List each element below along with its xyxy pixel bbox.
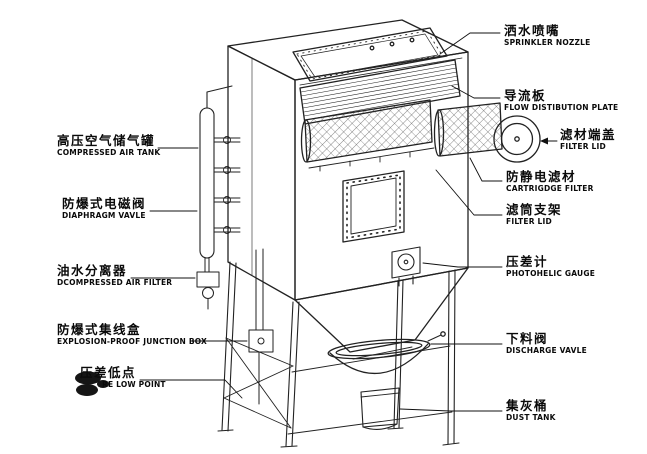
label-flow-distribution-plate: 导流板 FLOW DISTIBUTION PLATE (504, 88, 619, 113)
cartridge-filter-outer (433, 102, 503, 157)
label-filter-lid-zh: 滤材端盖 (560, 127, 617, 142)
ink-blobs (75, 371, 109, 396)
label-cartridge-filter-en: CARTRIGDGE FILTER (506, 184, 594, 194)
label-sprinkler-nozzle-en: SPRINKLER NOZZLE (504, 38, 591, 48)
label-compressed-air-filter-zh: 油水分离器 (57, 263, 128, 278)
compressed-air-assembly (196, 85, 241, 310)
label-diaphragm-valve-en: DIAPHRAGM VAVLE (62, 211, 146, 221)
label-sprinkler-nozzle-zh: 洒水喷嘴 (504, 23, 561, 38)
label-pressure-low-point: 压差低点 RE LOW POINT (80, 365, 166, 390)
support-legs (217, 261, 460, 448)
label-filter-bracket-zh: 滤筒支架 (506, 202, 563, 217)
cabinet-body (227, 19, 469, 301)
label-compressed-air-filter-en: DCOMPRESSED AIR FILTER (57, 278, 173, 288)
label-compressed-air-tank-zh: 高压空气储气罐 (57, 133, 156, 148)
label-dust-tank-zh: 集灰桶 (506, 398, 549, 413)
leader-cartridge-filter (469, 157, 503, 182)
leader-filter-bracket (435, 169, 503, 216)
discharge-valve-bowl (327, 331, 446, 374)
label-junction-box-en: EXPLOSION-PROOF JUNCTION BOX (57, 337, 208, 347)
label-discharge-valve: 下料阀 DISCHARGE VAVLE (506, 331, 587, 356)
filter-lid-arrowhead (540, 137, 548, 145)
filter-bracket-shape (308, 147, 435, 172)
leader-photohelic-gauge (422, 262, 503, 268)
leader-flow-plate (451, 85, 501, 99)
label-filter-lid: 滤材端盖 FILTER LID (560, 127, 617, 152)
label-compressed-air-tank-en: COMPRESSED AIR TANK (57, 148, 161, 158)
filter-end-cap (493, 115, 541, 163)
label-photohelic-gauge-en: PHOTOHELIC GAUGE (506, 269, 596, 279)
leader-lines (130, 32, 558, 412)
diaphragm-valves (213, 136, 241, 234)
label-filter-bracket: 滤筒支架 FILTER LID (506, 202, 563, 227)
label-compressed-air-tank: 高压空气储气罐 COMPRESSED AIR TANK (57, 133, 161, 158)
label-photohelic-gauge-zh: 压差计 (506, 254, 549, 269)
label-diaphragm-valve: 防爆式电磁阀 DIAPHRAGM VAVLE (62, 196, 147, 221)
leader-sprinkler-nozzle (439, 32, 501, 55)
junction-box-assembly (248, 248, 274, 405)
label-discharge-valve-zh: 下料阀 (506, 331, 549, 346)
label-flow-distribution-plate-en: FLOW DISTIBUTION PLATE (504, 103, 619, 113)
sprinkler-lid (292, 27, 448, 82)
label-sprinkler-nozzle: 洒水喷嘴 SPRINKLER NOZZLE (504, 23, 591, 48)
label-cartridge-filter-zh: 防静电滤材 (506, 169, 577, 184)
label-dust-tank: 集灰桶 DUST TANK (506, 398, 556, 423)
label-filter-bracket-en: FILTER LID (506, 217, 552, 227)
label-junction-box-zh: 防爆式集线盒 (57, 322, 142, 337)
label-dust-tank-en: DUST TANK (506, 413, 556, 423)
label-pressure-low-point-zh: 压差低点 (80, 365, 137, 380)
leader-low-point (139, 379, 243, 399)
label-cartridge-filter: 防静电滤材 CARTRIGDGE FILTER (506, 169, 594, 194)
access-door (342, 170, 405, 243)
label-pressure-low-point-en: RE LOW POINT (102, 380, 166, 390)
sprinkler-nozzle-dot (389, 41, 395, 47)
label-diaphragm-valve-zh: 防爆式电磁阀 (62, 196, 147, 211)
label-filter-lid-en: FILTER LID (560, 142, 606, 152)
flow-distribution-plate-shape (299, 59, 461, 125)
label-compressed-air-filter: 油水分离器 DCOMPRESSED AIR FILTER (57, 263, 173, 288)
label-junction-box: 防爆式集线盒 EXPLOSION-PROOF JUNCTION BOX (57, 322, 208, 347)
hopper (294, 267, 469, 360)
air-tank-shape (199, 107, 215, 259)
label-photohelic-gauge: 压差计 PHOTOHELIC GAUGE (506, 254, 596, 279)
label-flow-distribution-plate-zh: 导流板 (504, 88, 547, 103)
oil-water-separator-shape (196, 257, 220, 310)
sprinkler-nozzle-dot (369, 45, 375, 51)
label-discharge-valve-en: DISCHARGE VAVLE (506, 346, 587, 356)
photohelic-gauge-shape (391, 246, 421, 287)
sprinkler-nozzle-dot (409, 37, 415, 43)
cartridge-filter-inner (300, 99, 435, 172)
leader-dust-tank (399, 408, 503, 412)
